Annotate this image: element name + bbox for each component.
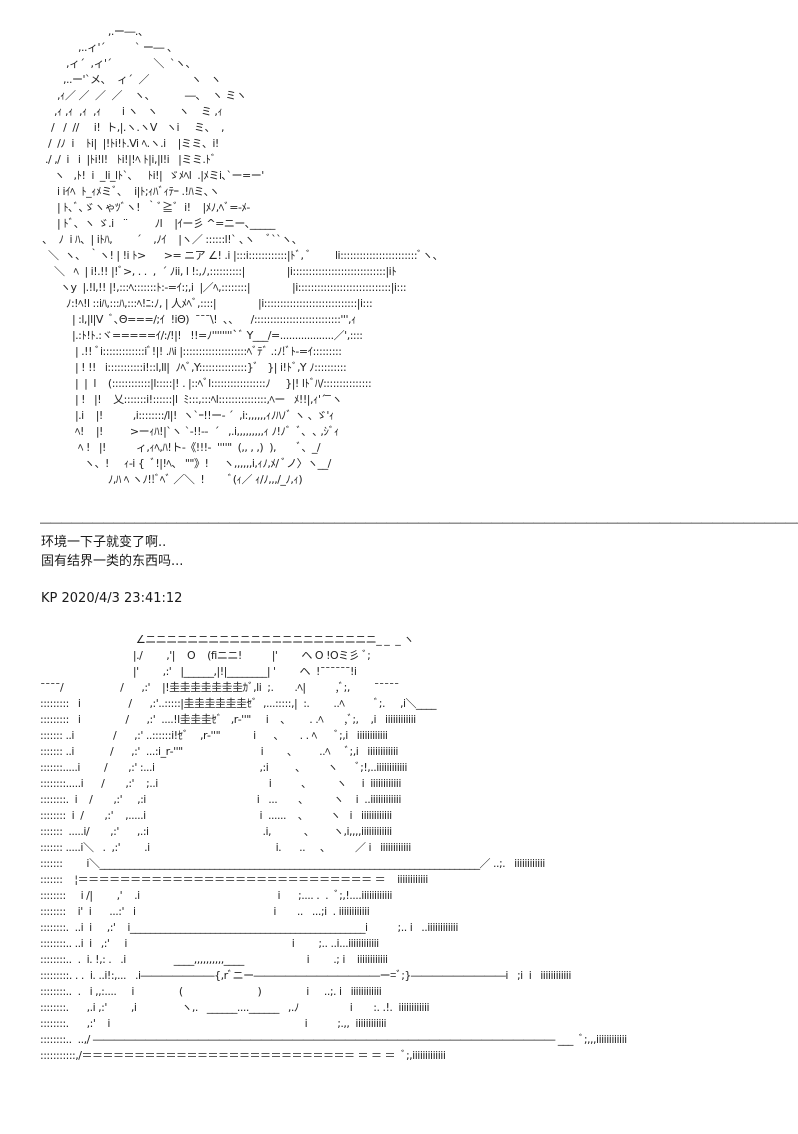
dialogue-line-2: 固有结界一类的东西吗... [41,554,184,569]
dialogue-block: 环境一下子就变了啊.. 固有结界一类的东西吗... [41,533,183,571]
ascii-art-character: ,.ー―.、 ,..ィ'´ ` ー― 、 ,ィ´ ,ィ'´ ＼ `ヽ、 ,..ー… [41,25,444,486]
section-divider: ――――――――――――――――――――――――――――――――――――――――… [40,517,798,529]
ascii-art-room-scene: ∠ニニニニニニニニニニニニニニニニニニニニニニ_ _ _ ヽ |./ ,'| O… [40,633,627,1062]
dialogue-line-1: 环境一下子就变了啊.. [41,535,167,550]
post-timestamp: 2020/4/3 23:41:12 [61,591,183,606]
post-meta: KP 2020/4/3 23:41:12 [41,589,182,608]
post-author: KP [41,591,58,606]
